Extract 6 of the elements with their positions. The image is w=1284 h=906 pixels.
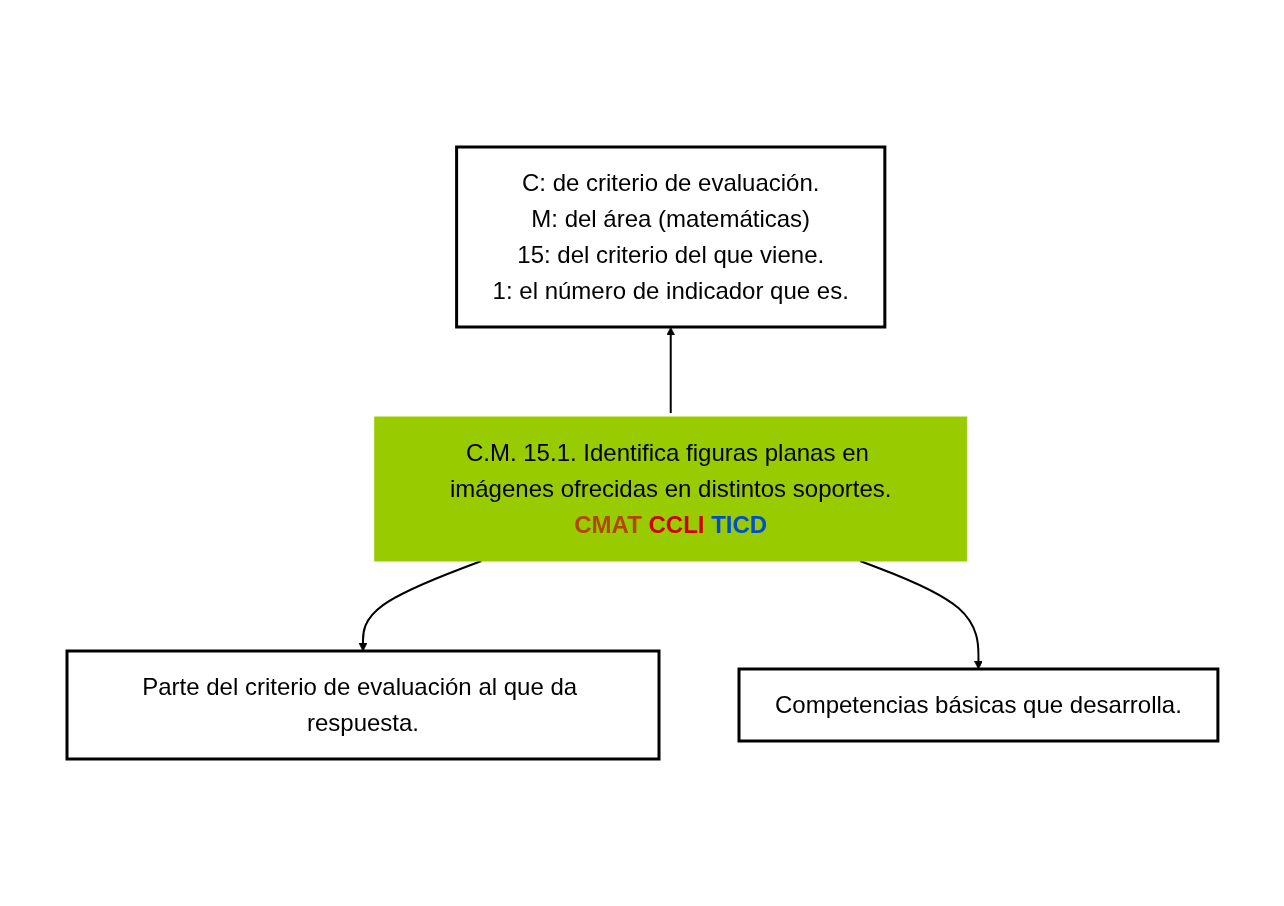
node-box: C.M. 15.1. Identifica figuras planas en imágenes ofrecidas en distintos soportes. CMAT CCLI TICD: [373, 416, 967, 562]
node-box: C: de criterio de evaluación. M: del área (matemáticas) 15: del criterio del que viene. 1: el número de indicador que es.: [454, 145, 886, 329]
arrow: [358, 560, 482, 652]
node-box: Parte del criterio de evaluación al que da respuesta.: [65, 649, 661, 761]
node-box: Competencias básicas que desarrolla.: [737, 667, 1219, 743]
arrow: [665, 327, 675, 414]
